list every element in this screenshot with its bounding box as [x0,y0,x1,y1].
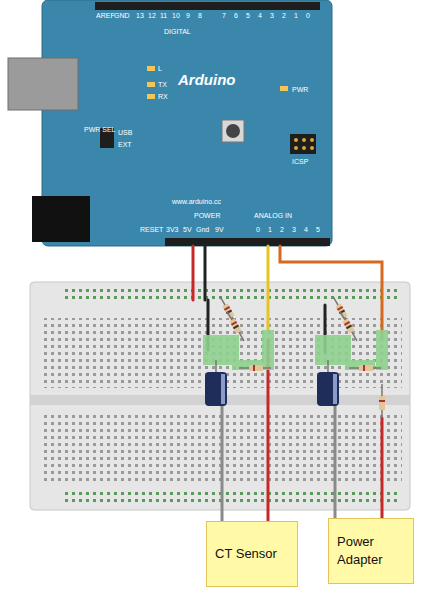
board-label: 3 [292,226,296,233]
box-label: Power Adapter [329,529,413,572]
box-label: CT Sensor [207,541,285,567]
board-label: 1 [294,12,298,19]
board-label: 13 [136,12,144,19]
board-label: 9 [186,12,190,19]
board-label: 5 [246,12,250,19]
board-label: 10 [172,12,180,19]
board-label: 11 [160,12,167,19]
board-label: 3V3 [166,226,178,233]
board-label: TX [158,81,167,88]
resistor-symbol [217,295,385,418]
board-label: 6 [234,12,238,19]
board-label: RX [158,93,168,100]
board-label: DIGITAL [164,28,191,35]
wires [193,246,382,522]
board-label: PWR [292,86,308,93]
board-label: L [158,65,162,72]
board-label: 8 [198,12,202,19]
board-label: www.arduino.cc [172,198,221,205]
board-label: POWER [194,212,220,219]
board-label: 12 [148,12,156,19]
breadboard [30,282,410,510]
board-label: 5 [316,226,320,233]
board-label: 2 [282,12,286,19]
brand-label: Arduino [178,72,236,87]
board-label: ANALOG IN [254,212,292,219]
board-label: 4 [304,226,308,233]
board-label: ICSP [292,158,308,165]
board-label: 9V [215,226,224,233]
board-label: 0 [256,226,260,233]
board-label: Gnd [196,226,209,233]
board-label: 2 [280,226,284,233]
board-label: 1 [268,226,272,233]
capacitor-symbol [205,360,339,406]
board-label: RESET [140,226,163,233]
device-box: Power Adapter [328,518,414,584]
board-label: PWR SEL [84,126,116,133]
board-label: EXT [118,141,132,148]
board-label: 0 [306,12,310,19]
board-label: 7 [222,12,226,19]
board-label: USB [118,129,132,136]
board-label: 4 [258,12,262,19]
arduino-board [8,0,332,246]
device-box: CT Sensor [206,521,298,587]
board-label: AREF [96,12,115,19]
board-label: 3 [270,12,274,19]
board-label: GND [114,12,130,19]
jumper-pads [203,330,388,370]
board-label: 5V [183,226,192,233]
